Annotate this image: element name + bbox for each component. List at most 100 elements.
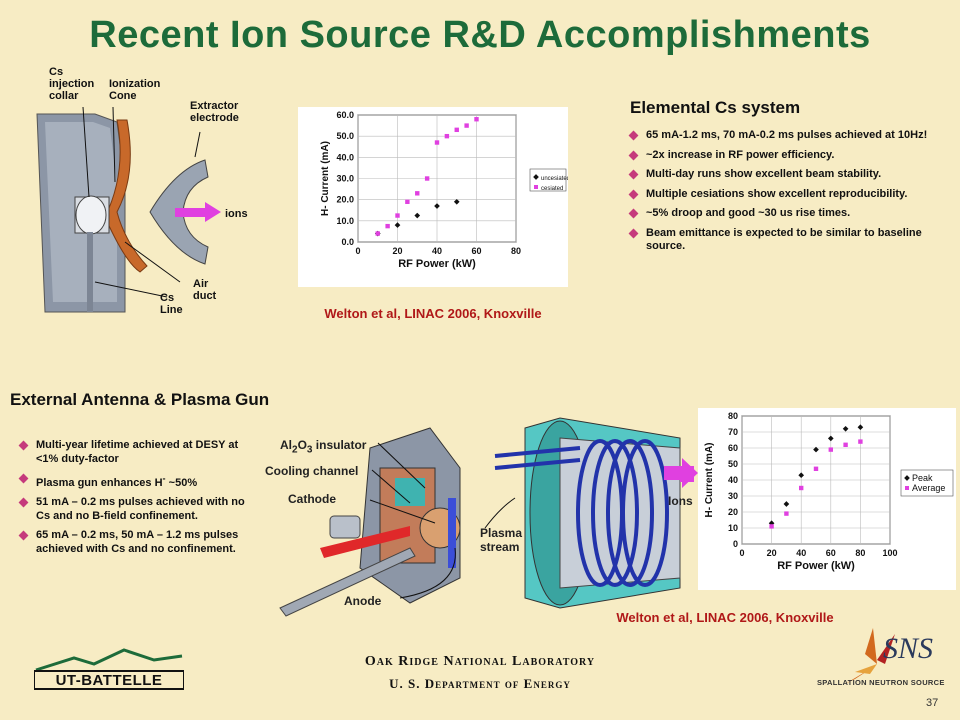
label-anode: Anode [344,594,382,608]
y-tick-label: 20 [728,507,738,517]
bullet-item: ~5% droop and good ~30 us rise times. [628,207,928,221]
bullet-item: 51 mA – 0.2 ms pulses achieved with no C… [18,496,248,523]
y-tick-label: 30 [728,491,738,501]
legend-label: Peak [912,473,933,483]
elemental-bullets: 65 mA-1.2 ms, 70 mA-0.2 ms pulses achiev… [628,129,928,260]
bullet-text: 51 mA – 0.2 ms pulses achieved with no C… [36,496,245,522]
data-point-uncesiated [394,222,401,228]
label-cooling-channel: Cooling channel [265,464,359,478]
x-tick-label: 0 [739,548,744,558]
y-tick-label: 70 [728,427,738,437]
legend-marker [533,174,539,180]
y-tick-label: 40 [728,475,738,485]
label-plasma-stream: Plasma stream [480,526,523,554]
page-title: Recent Ion Source R&D Accomplishments [89,14,871,56]
x-tick-label: 20 [392,246,402,256]
page-number: 37 [926,697,939,709]
lab-name: Oak Ridge National Laboratory [364,654,596,669]
bullet-item: 65 mA – 0.2 ms, 50 mA – 1.2 ms pulses ac… [18,529,248,556]
y-axis-label: H- Current (mA) [320,141,331,216]
y-tick-label: 0.0 [341,237,354,247]
plasma-gun-illustration [279,417,694,617]
legend-marker [534,185,538,189]
data-point-cesiated [474,117,479,122]
data-point-cesiated [415,191,420,196]
x-tick-label: 40 [796,548,806,558]
label-air-duct: Air duct [193,278,217,302]
bullet-item: Multi-year lifetime achieved at DESY at … [18,439,248,466]
bullet-text: ~2x increase in RF power efficiency. [646,148,835,161]
data-point-average [784,511,789,516]
data-point-cesiated [385,223,390,229]
data-point-peak [798,472,805,479]
bullet-item: ~2x increase in RF power efficiency. [628,149,928,163]
bullet-diamond-icon [628,169,639,180]
bullet-text: 65 mA – 0.2 ms, 50 mA – 1.2 ms pulses ac… [36,529,239,555]
x-tick-label: 60 [826,548,836,558]
data-point-cesiated [464,123,469,128]
citation-top: Welton et al, LINAC 2006, Knoxville [324,306,542,321]
data-point-peak [813,446,819,453]
label-ions: ions [225,208,248,220]
external-header: External Antenna & Plasma Gun [10,390,270,409]
doe-name: U. S. Department of Energy [389,676,571,691]
data-point-average [828,447,833,452]
x-tick-label: 20 [767,548,777,558]
y-tick-label: 20.0 [336,195,354,205]
citation-bottom: Welton et al, LINAC 2006, Knoxville [616,610,834,625]
y-tick-label: 40.0 [336,152,354,162]
x-tick-label: 80 [511,246,521,256]
bullet-diamond-icon [628,189,639,199]
data-point-cesiated [444,133,450,139]
elemental-header: Elemental Cs system [630,98,801,117]
bullet-diamond-icon [18,497,29,508]
sns-text: SNS [883,632,934,665]
legend-label: Average [912,483,945,493]
data-point-cesiated [395,213,400,218]
label-ions-bottom: Ions [668,494,693,508]
bullet-diamond-icon [628,208,639,219]
data-point-average [813,466,819,471]
label-extractor: Extractor electrode [190,100,239,124]
label-cs-line: Cs Line [160,292,183,316]
sns-spark-icon [845,628,895,684]
bullet-item: Plasma gun enhances H- ~50% [18,472,248,490]
ut-battelle-logo: UT-BATTELLE [33,646,185,691]
sns-logo: SNS SPALLATION NEUTRON SOURCE [815,624,945,694]
data-point-average [843,442,848,447]
label-insulator: Al2O3 insulator [280,438,367,456]
x-tick-label: 60 [471,246,481,256]
bullet-diamond-icon [18,530,29,541]
ion-source-illustration [36,106,221,313]
legend [529,168,567,192]
data-point-cesiated [434,140,440,145]
ions-arrow [664,458,698,493]
legend-marker [905,486,909,490]
label-ionization-cone: Ionization Cone [109,78,161,102]
data-point-average [769,524,774,529]
y-axis-label: H- Current (mA) [704,443,715,518]
legend-label: cesiated [541,186,563,192]
x-tick-label: 100 [882,548,897,558]
bullet-text: Beam emittance is expected to be similar… [646,226,922,253]
data-point-cesiated [375,231,380,236]
y-tick-label: 0 [733,539,738,549]
data-point-average [799,485,804,491]
bullet-diamond-icon [18,440,29,451]
data-point-uncesiated [453,198,460,205]
bullet-item: 65 mA-1.2 ms, 70 mA-0.2 ms pulses achiev… [628,129,928,143]
x-tick-label: 80 [855,548,865,558]
label-cathode: Cathode [288,492,336,506]
sns-subtitle: SPALLATION NEUTRON SOURCE [817,678,945,687]
data-point-uncesiated [414,212,421,219]
ion-source-diagram: Cs injection collar Ionization Cone Extr… [25,62,290,322]
bullet-diamond-icon [628,150,639,160]
bullet-item: Multiple cesiations show excellent repro… [628,188,928,202]
plasma-gun-diagram: Al2O3 insulator Cooling channel Cathode … [260,408,700,618]
data-point-uncesiated [434,203,440,209]
legend [900,469,954,497]
bullet-item: Multi-day runs show excellent beam stabi… [628,168,928,182]
